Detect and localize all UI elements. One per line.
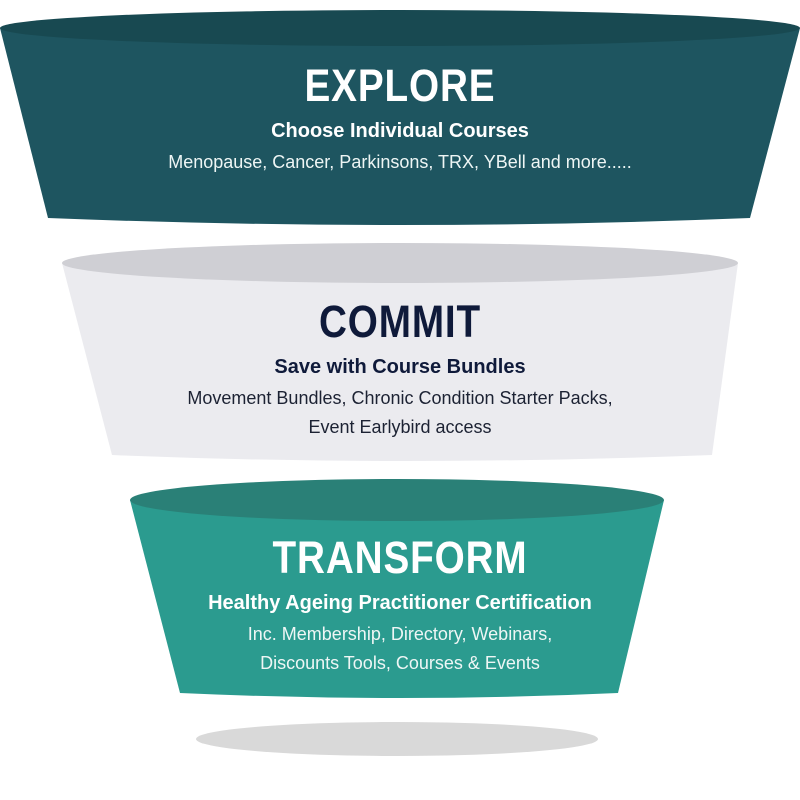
stage-subtitle: Save with Course Bundles xyxy=(274,356,526,378)
commit-funnel-body xyxy=(62,263,738,461)
stage-title: COMMIT xyxy=(318,296,482,347)
stage-detail-line: Inc. Membership, Directory, Webinars, xyxy=(247,624,553,644)
explore-funnel-rim xyxy=(0,10,800,46)
funnel-base-shadow xyxy=(196,722,598,756)
stage-explore: EXPLORE Choose Individual Courses Menopa… xyxy=(0,60,800,177)
stage-detail-line: Movement Bundles, Chronic Condition Star… xyxy=(187,388,613,408)
stage-subtitle: Choose Individual Courses xyxy=(271,120,529,142)
transform-funnel-rim xyxy=(130,479,664,521)
stage-detail-line: Menopause, Cancer, Parkinsons, TRX, YBel… xyxy=(168,152,632,172)
stage-detail-line: Event Earlybird access xyxy=(308,417,492,437)
stage-commit: COMMIT Save with Course Bundles Movement… xyxy=(0,296,800,442)
stage-subtitle: Healthy Ageing Practitioner Certificatio… xyxy=(208,592,592,614)
stage-title: EXPLORE xyxy=(304,60,496,111)
commit-funnel-rim xyxy=(62,243,738,283)
transform-funnel-body xyxy=(130,500,664,698)
stage-detail-line: Discounts Tools, Courses & Events xyxy=(260,653,540,673)
stage-transform: TRANSFORM Healthy Ageing Practitioner Ce… xyxy=(0,532,800,678)
explore-funnel-body xyxy=(0,28,800,225)
stage-title: TRANSFORM xyxy=(272,532,528,583)
